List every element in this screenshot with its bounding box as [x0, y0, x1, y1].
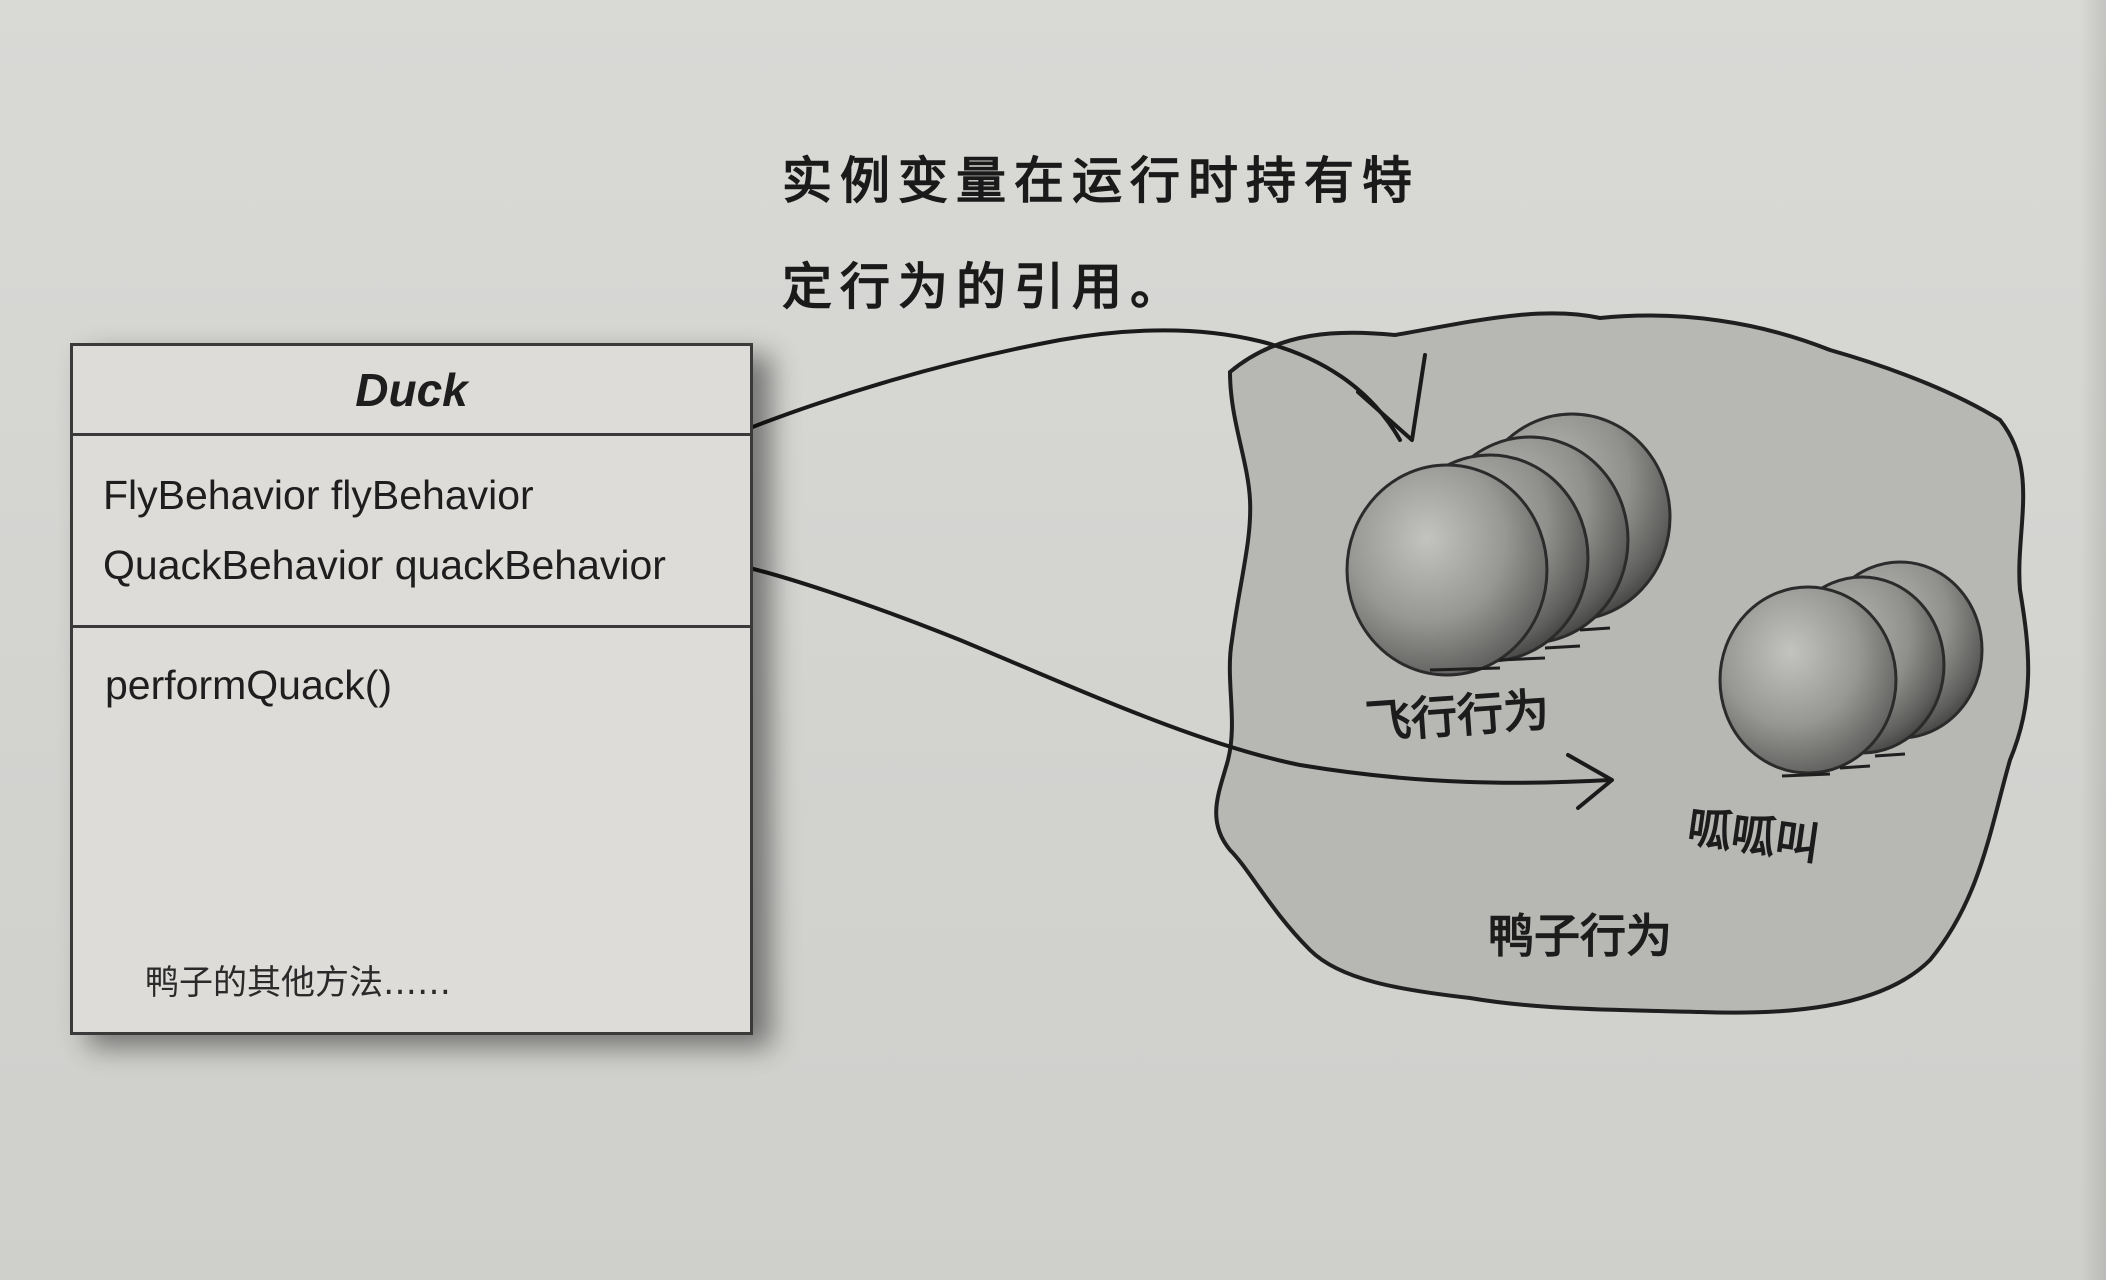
annotation-line-1: 实例变量在运行时持有特 [782, 151, 1420, 210]
method-perform-quack: performQuack() [105, 662, 393, 708]
other-methods-note: 鸭子的其他方法…… [145, 963, 451, 1003]
quack-reference-arrow [743, 565, 1614, 810]
duck-class-box: Duck FlyBehavior flyBehavior QuackBehavi… [70, 343, 753, 1035]
annotation-line-2: 定行为的引用。 [782, 257, 1188, 316]
field-fly-behavior: FlyBehavior flyBehavior [103, 472, 534, 518]
page-edge-shadow [2080, 0, 2106, 1280]
annotation-text: 实例变量在运行时持有特 定行为的引用。 [782, 128, 1502, 340]
quack-behavior-stack [1718, 560, 1984, 778]
class-methods: performQuack() [73, 628, 750, 709]
class-name: Duck [73, 346, 750, 436]
fly-behavior-label: 飞行行为 [1363, 682, 1551, 750]
field-quack-behavior: QuackBehavior quackBehavior [103, 542, 666, 588]
duck-behaviors-label: 鸭子行为 [1488, 909, 1672, 963]
fly-behavior-stack [1345, 412, 1672, 677]
fly-behavior-object [1345, 463, 1549, 677]
quack-behavior-object [1718, 585, 1898, 775]
class-fields: FlyBehavior flyBehavior QuackBehavior qu… [73, 436, 750, 628]
